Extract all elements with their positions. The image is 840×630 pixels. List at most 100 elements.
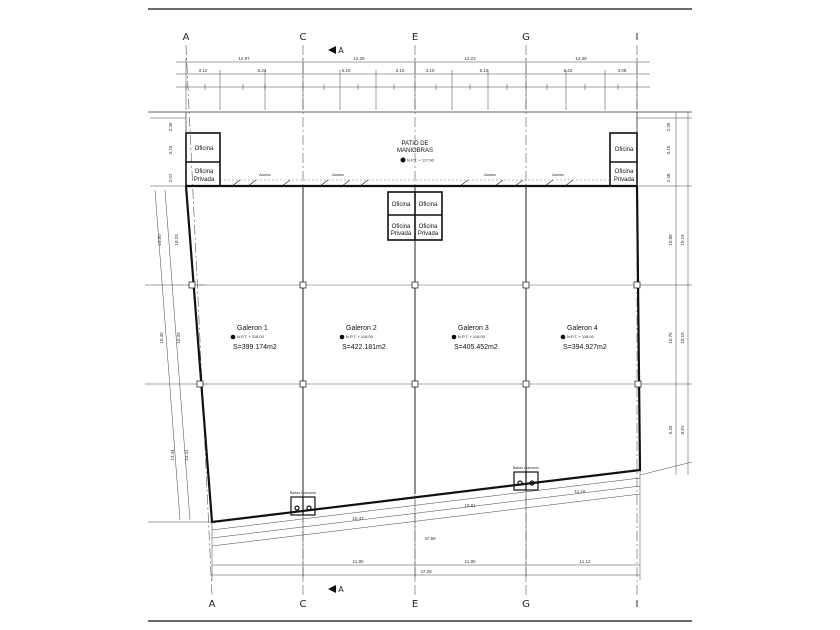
center-private-left-1: Oficina <box>392 224 411 230</box>
bathroom-right <box>513 471 539 491</box>
dim-right-3: 2.48 <box>666 173 671 182</box>
dim-left-run-6: 14.41 <box>184 449 189 461</box>
dim-right-run-2: 10.19 <box>680 234 685 246</box>
access-label-4: Acceso <box>552 173 564 177</box>
galeron-2-name: Galeron 2 <box>346 325 377 332</box>
galeron-1-area: S=399.174m2 <box>233 344 277 351</box>
patio-title-line-2: MANIOBRAS <box>397 148 433 154</box>
left-office-block <box>185 132 221 187</box>
grid-label-top-e: E <box>412 32 418 43</box>
dim-top2-4: 3.10 <box>396 68 405 73</box>
dim-top2-6: 6.10 <box>480 68 489 73</box>
galeron-2-area: S=422.181m2 <box>342 344 386 351</box>
left-private-label-1: Oficina <box>195 169 214 175</box>
galeron-1-level: N.P.T. + 118.00 <box>237 334 265 339</box>
right-office-label: Oficina <box>615 147 634 153</box>
dim-left-run-3: 10.40 <box>159 332 164 344</box>
grid-label-top-g: G <box>522 32 530 43</box>
grid-label-bottom-a: A <box>209 599 216 610</box>
center-private-right-1: Oficina <box>419 224 438 230</box>
dim-top2-5: 3.10 <box>426 68 435 73</box>
dim-left-1: 2.30 <box>168 122 173 131</box>
galeron-3-level: N.P.T. + 118.00 <box>458 334 486 339</box>
dim-right-run-5: 9.33 <box>668 425 673 434</box>
patio-level-icon <box>400 157 406 163</box>
galeron-4-area: S=394.927m2 <box>563 344 607 351</box>
access-label-1: Acceso <box>259 173 271 177</box>
building-walls <box>184 184 642 524</box>
dim-bottom-total: 47.28 <box>420 569 432 574</box>
grid-label-bottom-c: C <box>300 599 307 610</box>
dim-left-3: 2.07 <box>168 173 173 182</box>
dim-left-run-2: 10.33 <box>174 234 179 246</box>
dim-bottom-row3-2: 11.80 <box>465 559 476 564</box>
patio-level: N.P.T. + 117.90 <box>407 158 435 163</box>
galeron-3-area: S=405.452m2 <box>454 344 498 351</box>
right-dimension-guides <box>637 112 693 476</box>
grid-label-bottom-e: E <box>412 599 418 610</box>
left-dimension-guides <box>145 117 214 523</box>
dim-right-run-3: 10.76 <box>668 332 673 344</box>
bathroom-left-label: Baños Comunes <box>290 491 316 495</box>
right-private-label-2: Privada <box>614 177 635 183</box>
svg-text:A: A <box>338 585 344 594</box>
center-office-block <box>387 191 443 241</box>
grid-label-bottom-g: G <box>522 599 530 610</box>
center-office-label-right: Oficina <box>419 202 438 208</box>
dim-top2-3: 6.10 <box>342 68 351 73</box>
grid-label-top-i: I <box>636 32 639 43</box>
top-tick-row <box>185 84 619 90</box>
galeron-1-name: Galeron 1 <box>237 325 268 332</box>
galeron-4-level-icon <box>560 334 566 340</box>
dim-top2-8: 3.08 <box>618 68 627 73</box>
galeron-3-name: Galeron 3 <box>458 325 489 332</box>
galeron-3: Galeron 3 N.P.T. + 118.00 S=405.452m2 <box>451 325 498 351</box>
right-office-block <box>609 132 638 187</box>
access-doors <box>231 179 574 187</box>
dim-bottom-3: 11.16 <box>575 489 586 494</box>
left-office-label: Oficina <box>195 146 214 152</box>
center-private-right-2: Privada <box>418 231 439 237</box>
dim-right-run-1: 10.88 <box>668 234 673 246</box>
dim-top-1: 12.97 <box>238 56 250 61</box>
dim-top2-7: 6.22 <box>564 68 573 73</box>
galeron-4: Galeron 4 N.P.T. + 118.00 S=394.927m2 <box>560 325 607 351</box>
grid-label-top-c: C <box>300 32 307 43</box>
right-private-label-1: Oficina <box>615 169 634 175</box>
galeron-4-level: N.P.T. + 118.00 <box>567 334 595 339</box>
galeron-2: Galeron 2 N.P.T. + 118.00 S=422.181m2 <box>339 325 386 351</box>
dim-bottom-2: 10.81 <box>464 503 476 508</box>
galeron-2-level: N.P.T. + 118.00 <box>346 334 374 339</box>
section-marker-top: A <box>328 46 344 55</box>
dim-bottom-row3-3: 11.12 <box>580 559 591 564</box>
access-label-2: Acceso <box>332 173 344 177</box>
dim-bottom-1: 10.47 <box>352 516 364 521</box>
bottom-dimension-lines <box>211 470 641 580</box>
dim-bottom-row3-1: 11.80 <box>353 559 364 564</box>
patio-title-line-1: PATIO DE <box>401 141 428 147</box>
dim-top2-1: 3.12 <box>199 68 208 73</box>
dim-top2-2: 6.24 <box>258 68 267 73</box>
dim-bottom-total-slanted: 47.58 <box>424 536 436 541</box>
bathroom-right-label: Baños Comunes <box>513 466 539 470</box>
galeron-4-name: Galeron 4 <box>567 325 598 332</box>
columns <box>188 281 642 388</box>
dim-top-3: 12.23 <box>464 56 476 61</box>
dim-left-2: 3.15 <box>168 145 173 154</box>
left-private-label-2: Privada <box>194 177 215 183</box>
dim-left-run-4: 10.33 <box>176 332 181 344</box>
galeron-1: Galeron 1 N.P.T. + 118.00 S=399.174m2 <box>230 325 277 351</box>
grid-label-bottom-i: I <box>636 599 639 610</box>
dim-top-4: 12.39 <box>575 56 587 61</box>
dim-right-run-6: 8.81 <box>680 425 685 434</box>
dim-right-run-4: 10.18 <box>680 332 685 344</box>
grid-axes <box>185 44 638 596</box>
center-office-label-left: Oficina <box>392 202 411 208</box>
galeron-2-level-icon <box>339 334 345 340</box>
top-dimension-lines <box>176 58 650 110</box>
dim-top-2: 12.26 <box>353 56 365 61</box>
dim-right-2: 3.15 <box>666 145 671 154</box>
galeron-3-level-icon <box>451 334 457 340</box>
center-private-left-2: Privada <box>391 231 412 237</box>
